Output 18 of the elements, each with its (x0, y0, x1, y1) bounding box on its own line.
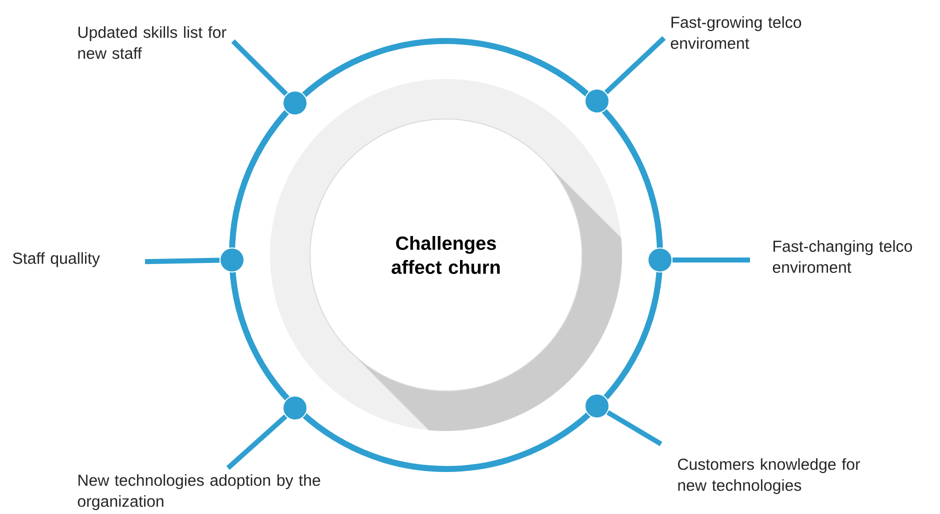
item-label: Fast-growing telco enviroment (670, 16, 802, 49)
ring-dot (584, 88, 610, 114)
item-label: Staff quallity (12, 252, 100, 268)
ring-dot (584, 393, 610, 418)
leader-line (144, 258, 220, 264)
item-label: Customers knowledge for new technologies (678, 458, 860, 494)
item-label: Updated skills list for new staff (78, 26, 226, 59)
ring-dot (282, 395, 308, 420)
leader-line (231, 39, 288, 96)
leader-line (604, 36, 666, 94)
item-label: Fast-changing telco enviroment (772, 240, 912, 273)
ring-dot (282, 90, 308, 116)
leader-line (606, 410, 662, 446)
ring-dot (648, 248, 672, 272)
leader-line (672, 258, 750, 262)
ring-dot (220, 248, 244, 272)
leader-line (226, 414, 288, 470)
item-label: New technologies adoption by the organization (78, 474, 320, 510)
